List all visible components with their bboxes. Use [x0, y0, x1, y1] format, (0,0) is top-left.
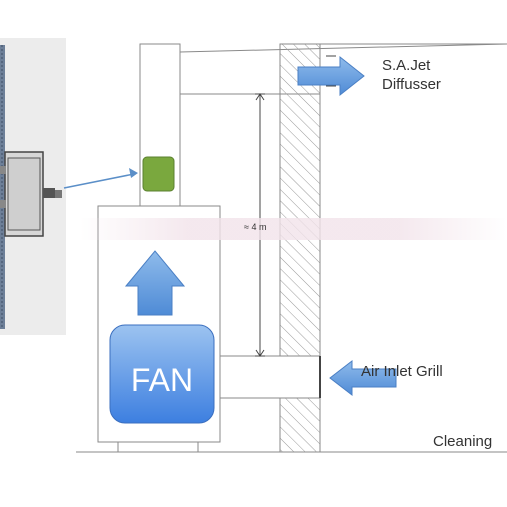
- return-duct: [219, 355, 321, 399]
- sensor-inset: [0, 38, 66, 335]
- inlet-label: Air Inlet Grill: [361, 363, 443, 380]
- outlet-label-line2: Diffusser: [382, 76, 441, 93]
- inlet-arrow-icon: [329, 359, 397, 397]
- fan-label: FAN: [131, 362, 193, 398]
- outlet-arrow-icon: [297, 55, 365, 97]
- fan-housing-feet: [117, 442, 199, 452]
- outlet-label-line1: S.A.Jet: [382, 57, 431, 74]
- sensor-pointer-arrowhead: [129, 168, 138, 178]
- sensor-module: [142, 156, 175, 192]
- fan-unit: [109, 324, 215, 424]
- sensor-device-icon: [0, 151, 62, 237]
- glare-band: [80, 218, 507, 240]
- airflow-arrow-icon: [124, 250, 186, 316]
- floor-label: Cleaning: [433, 433, 492, 450]
- height-label: ≈ 4 m: [244, 222, 266, 232]
- sensor-pointer-line: [63, 173, 135, 189]
